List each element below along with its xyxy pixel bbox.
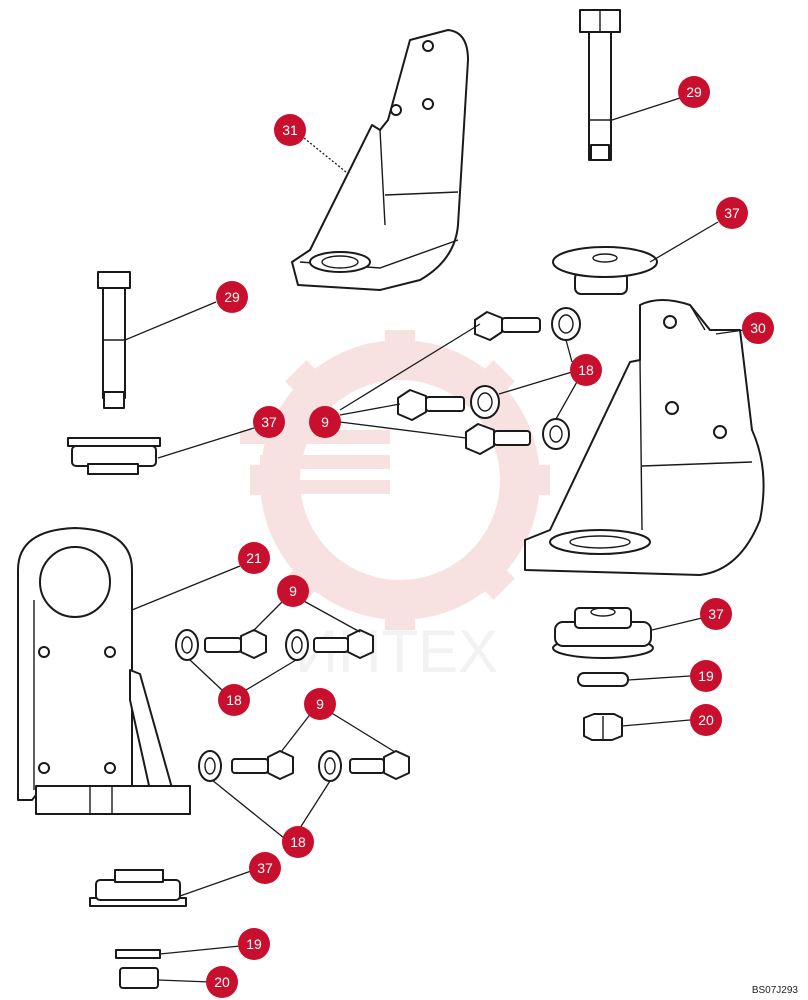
callout-19-bottom: 19 <box>238 928 270 960</box>
svg-text:20: 20 <box>698 712 714 728</box>
washer-19-right <box>577 672 629 687</box>
svg-text:30: 30 <box>750 320 766 336</box>
svg-text:20: 20 <box>214 974 230 990</box>
callout-19-right: 19 <box>690 660 722 692</box>
svg-text:9: 9 <box>321 414 329 430</box>
svg-text:19: 19 <box>246 936 262 952</box>
rubber-mount-37-right <box>552 607 654 659</box>
rubber-mount-37-bottom <box>89 869 187 907</box>
bolt-29-left <box>97 271 131 409</box>
callout-29-top: 29 <box>678 76 710 108</box>
svg-text:37: 37 <box>257 860 273 876</box>
bolts-9-upper <box>397 307 581 455</box>
svg-text:31: 31 <box>282 122 298 138</box>
callout-20-bottom: 20 <box>206 966 238 998</box>
callout-37-bottom: 37 <box>249 852 281 884</box>
drawing-code: BS07J293 <box>751 985 798 996</box>
callout-18-upper: 18 <box>570 354 602 386</box>
svg-text:18: 18 <box>578 362 594 378</box>
callout-18-lower: 18 <box>282 826 314 858</box>
svg-text:29: 29 <box>224 289 240 305</box>
svg-text:29: 29 <box>686 84 702 100</box>
callout-37-left: 37 <box>253 406 285 438</box>
bolts-9-lower <box>175 629 410 782</box>
leader-lines <box>124 97 745 983</box>
callout-9-upper: 9 <box>309 406 341 438</box>
callout-9-middle: 9 <box>277 575 309 607</box>
callout-37-right: 37 <box>700 598 732 630</box>
svg-text:18: 18 <box>290 834 306 850</box>
callout-18-middle: 18 <box>218 684 250 716</box>
bolt-29-top <box>579 9 621 161</box>
svg-text:21: 21 <box>246 550 262 566</box>
washer-19-bottom <box>115 949 161 959</box>
svg-text:37: 37 <box>724 205 740 221</box>
callout-31: 31 <box>274 114 306 146</box>
callout-29-left: 29 <box>216 281 248 313</box>
svg-text:37: 37 <box>708 606 724 622</box>
watermark-logo: ИНТЕХ <box>240 330 550 685</box>
nut-20-bottom <box>119 967 159 989</box>
svg-text:19: 19 <box>698 668 714 684</box>
callout-20-right: 20 <box>690 704 722 736</box>
nut-20-right <box>583 713 623 741</box>
callout-21: 21 <box>238 542 270 574</box>
svg-text:9: 9 <box>289 583 297 599</box>
rubber-mount-37-top <box>552 246 658 295</box>
callout-9-lower: 9 <box>304 688 336 720</box>
bracket-30 <box>524 299 765 576</box>
callout-30: 30 <box>742 312 774 344</box>
rubber-mount-37-left <box>67 437 161 475</box>
bracket-31 <box>291 29 469 291</box>
callout-37-top: 37 <box>716 197 748 229</box>
svg-text:9: 9 <box>316 696 324 712</box>
bracket-21 <box>17 527 191 815</box>
svg-text:37: 37 <box>261 414 277 430</box>
svg-text:18: 18 <box>226 692 242 708</box>
